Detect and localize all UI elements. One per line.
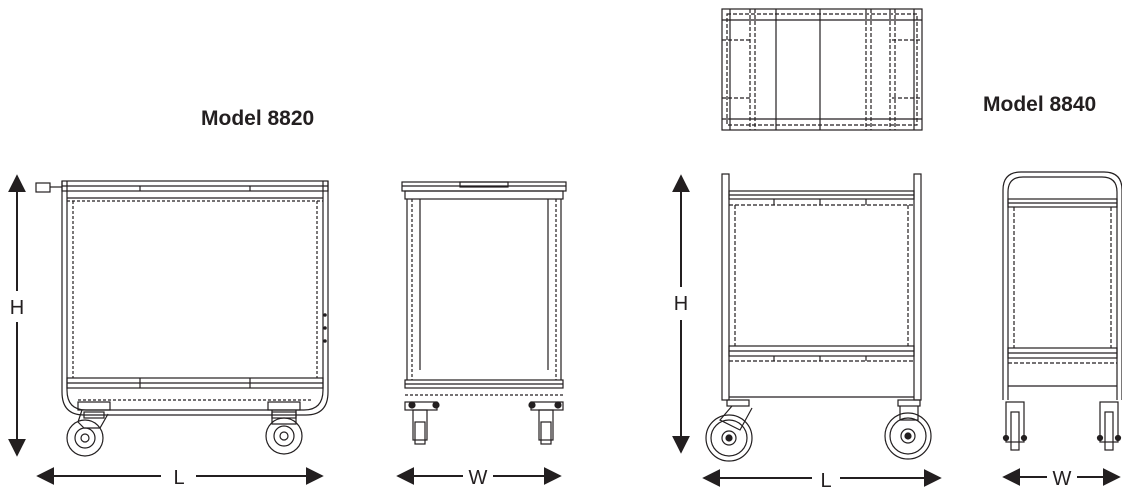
model-8840-top-view bbox=[721, 8, 923, 131]
model-8840-width-dimension: W bbox=[1002, 468, 1121, 490]
model-8840-title: Model 8840 bbox=[983, 93, 1097, 116]
model-8840-width-label: W bbox=[1053, 468, 1072, 490]
model-8820-end-view bbox=[401, 181, 567, 445]
model-8820-side-view bbox=[35, 180, 329, 457]
model-8820-height-dimension: H bbox=[8, 174, 27, 457]
model-8820-width-label: W bbox=[469, 467, 488, 489]
model-8840-side-view bbox=[705, 173, 932, 462]
model-8820-height-label: H bbox=[10, 297, 24, 319]
model-8820-length-dimension: L bbox=[36, 467, 324, 489]
model-8840-height-dimension: H bbox=[672, 174, 690, 454]
model-8840-length-label: L bbox=[820, 470, 831, 491]
model-8840-height-label: H bbox=[674, 293, 688, 315]
model-8820-length-label: L bbox=[173, 467, 184, 489]
model-8840-length-dimension: L bbox=[702, 469, 942, 491]
model-8820-width-dimension: W bbox=[396, 467, 562, 489]
model-8820-title: Model 8820 bbox=[201, 107, 315, 130]
model-8840-end-view bbox=[1002, 171, 1122, 451]
